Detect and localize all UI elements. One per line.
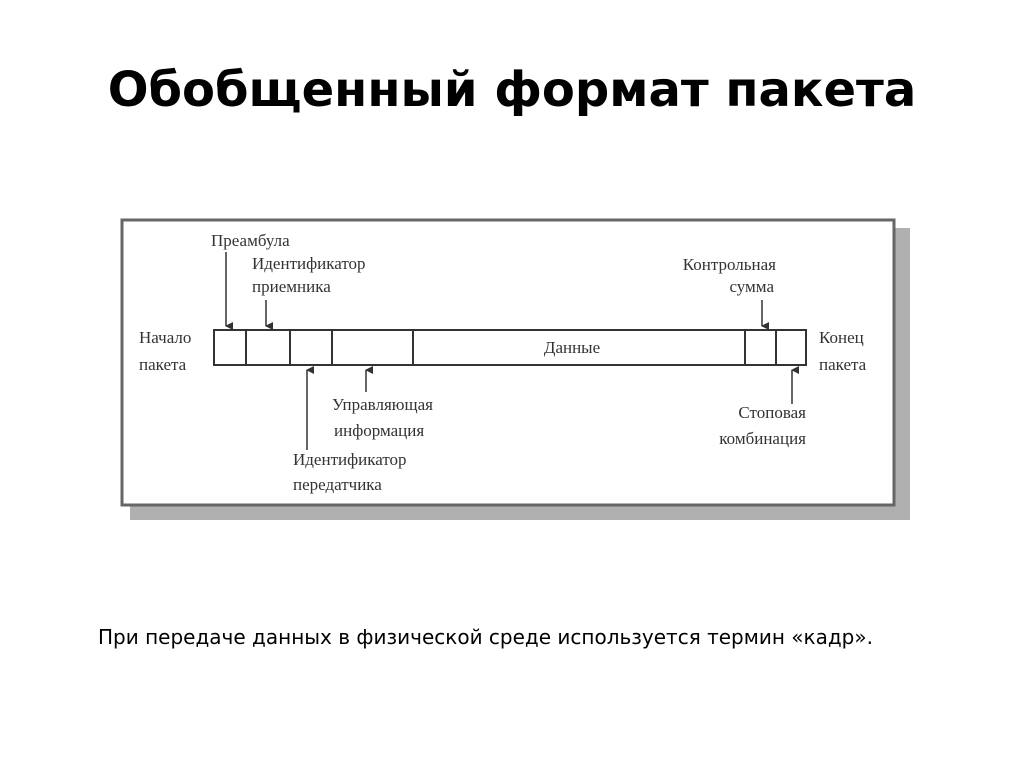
label-control-info-2: информация: [334, 421, 424, 440]
label-checksum-1: Контрольная: [683, 255, 776, 274]
label-receiver-id-2: приемника: [252, 277, 331, 296]
packet-diagram-svg: Преамбула Идентификатор приемника Контро…: [120, 218, 910, 520]
label-sender-id-1: Идентификатор: [293, 450, 407, 469]
packet-bar: [213, 329, 807, 366]
label-preamble: Преамбула: [211, 231, 290, 250]
label-receiver-id-1: Идентификатор: [252, 254, 366, 273]
packet-format-diagram: Преамбула Идентификатор приемника Контро…: [116, 214, 916, 526]
slide-title: Обобщенный формат пакета: [107, 62, 917, 118]
label-control-info-1: Управляющая: [332, 395, 433, 414]
label-stop-1: Стоповая: [738, 403, 806, 422]
slide-caption: При передаче данных в физической среде и…: [98, 625, 873, 649]
label-stop-2: комбинация: [719, 429, 806, 448]
label-data: Данные: [544, 338, 600, 357]
label-start-2: пакета: [139, 355, 187, 374]
label-checksum-2: сумма: [729, 277, 774, 296]
label-sender-id-2: передатчика: [293, 475, 382, 494]
label-end-2: пакета: [819, 355, 867, 374]
label-start-1: Начало: [139, 328, 191, 347]
label-end-1: Конец: [819, 328, 864, 347]
